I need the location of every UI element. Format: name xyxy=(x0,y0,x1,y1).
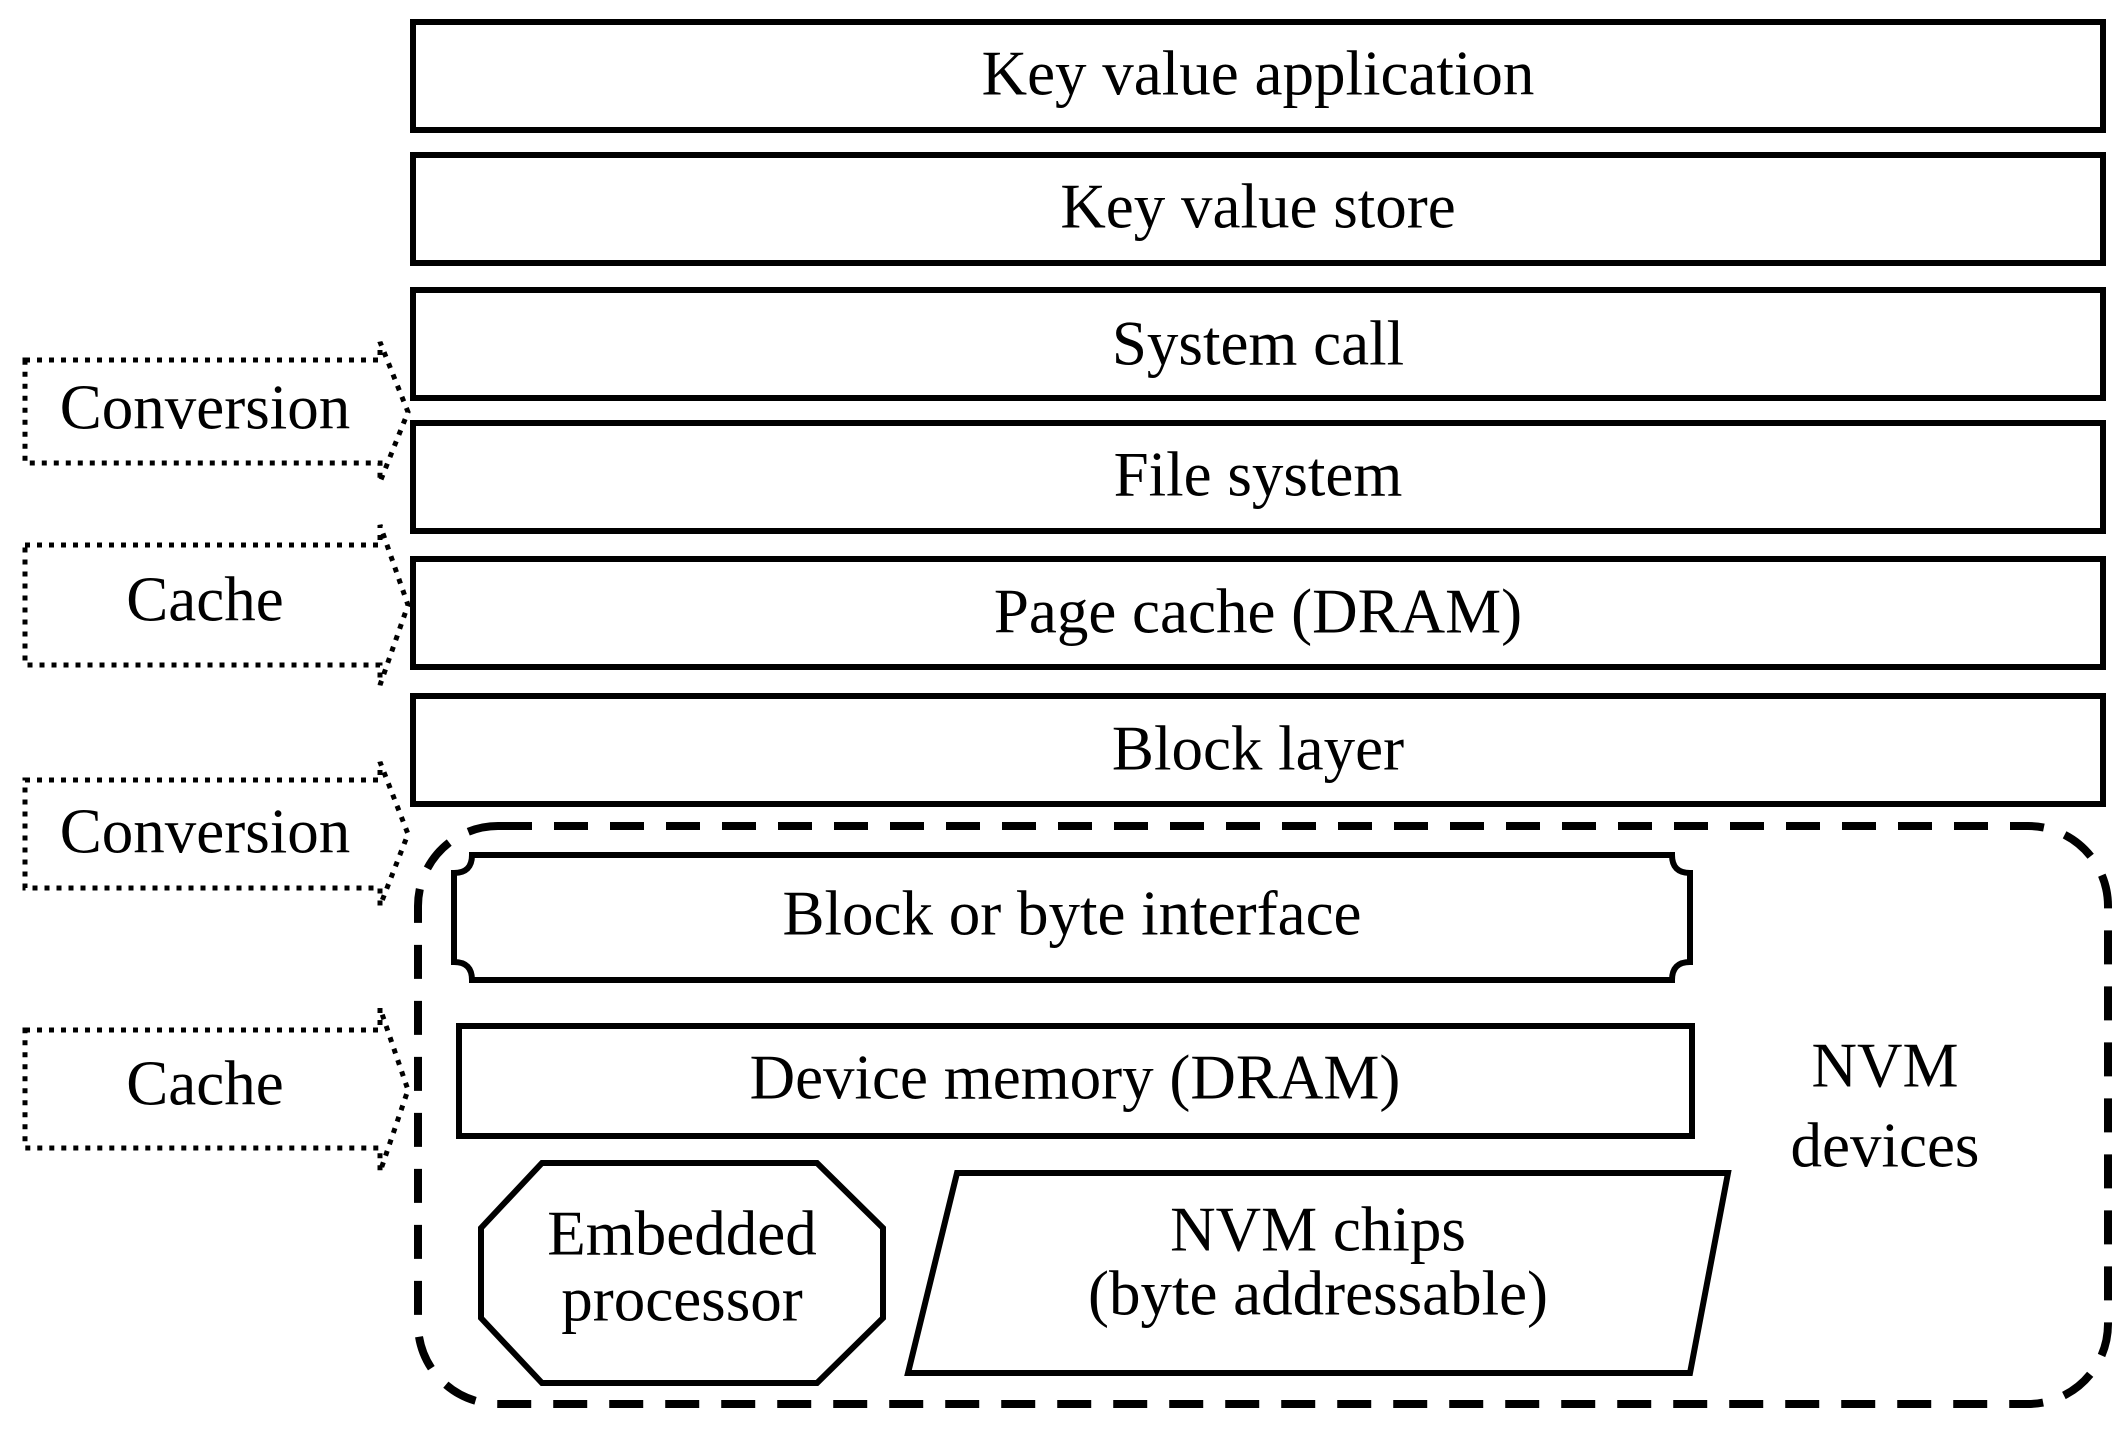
layer-file-system: File system xyxy=(410,420,2106,534)
embedded-processor-label-line2: processor xyxy=(561,1264,802,1334)
layer-page-cache-label: Page cache (DRAM) xyxy=(994,576,1522,646)
layer-key-value-store: Key value store xyxy=(410,152,2106,266)
layer-system-call-label: System call xyxy=(1112,308,1404,378)
nvm-devices-label-line2: devices xyxy=(1791,1110,1980,1180)
cache-callout-upper: Cache xyxy=(22,524,411,686)
nvm-chips-label-line1: NVM chips xyxy=(1170,1194,1466,1264)
nvm-devices-label-line1: NVM xyxy=(1811,1030,1958,1100)
conversion-callout-upper-label: Conversion xyxy=(60,372,350,442)
block-byte-interface-label: Block or byte interface xyxy=(783,878,1362,948)
embedded-processor-label-line1: Embedded xyxy=(547,1198,816,1268)
layer-key-value-application: Key value application xyxy=(410,19,2106,133)
layer-key-value-store-label: Key value store xyxy=(1060,171,1455,241)
device-memory-label: Device memory (DRAM) xyxy=(750,1042,1401,1112)
conversion-callout-lower-label: Conversion xyxy=(60,796,350,866)
device-memory: Device memory (DRAM) xyxy=(456,1023,1695,1139)
nvm-chips: NVM chips (byte addressable) xyxy=(904,1170,1732,1376)
nvm-chips-label-line2: (byte addressable) xyxy=(1088,1258,1548,1328)
nvm-device-group xyxy=(414,822,2112,1408)
layer-file-system-label: File system xyxy=(1114,439,1403,509)
block-byte-interface: Block or byte interface xyxy=(451,852,1693,983)
layer-block-layer-label: Block layer xyxy=(1112,713,1404,783)
layer-block-layer: Block layer xyxy=(410,693,2106,807)
layer-system-call: System call xyxy=(410,287,2106,401)
cache-callout-upper-label: Cache xyxy=(126,564,283,634)
embedded-processor: Embedded processor xyxy=(478,1160,886,1386)
conversion-callout-lower: Conversion xyxy=(22,761,411,907)
cache-callout-lower-label: Cache xyxy=(126,1048,283,1118)
layer-key-value-application-label: Key value application xyxy=(982,38,1535,108)
conversion-callout-upper: Conversion xyxy=(22,341,411,483)
cache-callout-lower: Cache xyxy=(22,1007,411,1173)
layer-page-cache: Page cache (DRAM) xyxy=(410,556,2106,670)
